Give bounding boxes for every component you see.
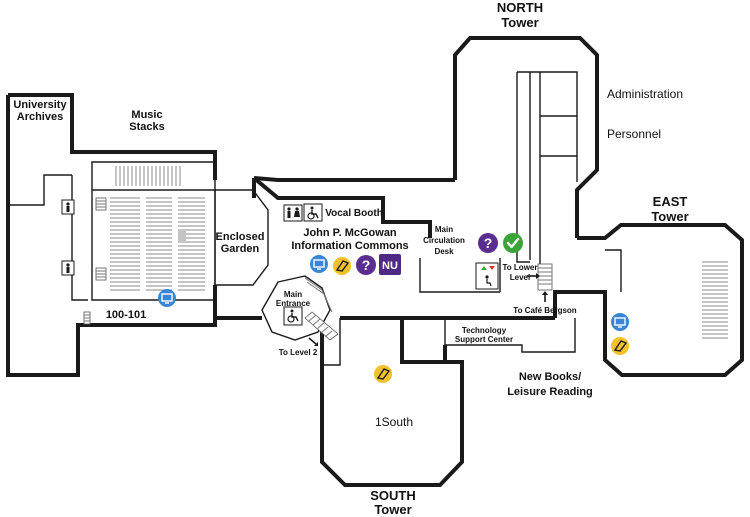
- restroom-icon[interactable]: [283, 204, 303, 222]
- printer-icon[interactable]: [374, 365, 392, 383]
- info-commons-label-1: John P. McGowan: [303, 227, 397, 239]
- info-commons-label-2: Information Commons: [291, 240, 408, 252]
- to-cafe-label: To Café Bergson: [513, 306, 577, 315]
- music-stacks-label-1: Music: [131, 109, 162, 121]
- new-books-label-2: Leisure Reading: [507, 386, 593, 398]
- archives-label-1: University: [13, 99, 67, 111]
- stairs-icon: [83, 311, 91, 325]
- computer-icon[interactable]: [310, 255, 328, 273]
- elevator-icon[interactable]: [475, 262, 499, 290]
- wheelchair-icon[interactable]: [283, 306, 303, 326]
- circulation-label-2: Circulation: [423, 236, 465, 245]
- restroom-icon[interactable]: [61, 260, 75, 276]
- to-lower-level-label-2: Level: [510, 273, 530, 282]
- arrow-icon: [308, 337, 318, 346]
- south-tower-label: SOUTH: [370, 488, 416, 503]
- computer-icon[interactable]: [158, 289, 176, 307]
- stairs-icon: [537, 263, 553, 291]
- room-100-101-label: 100-101: [106, 309, 146, 321]
- to-level-2-label: To Level 2: [279, 348, 318, 357]
- main-entrance-label-2: Entrance: [276, 299, 311, 308]
- printer-icon[interactable]: [611, 337, 629, 355]
- stairs-icon: [95, 267, 107, 281]
- enclosed-garden-label-2: Garden: [221, 243, 260, 255]
- east-tower-suffix: Tower: [651, 209, 688, 224]
- nu-logo-icon[interactable]: NU: [379, 254, 401, 275]
- to-lower-level-label-1: To Lower: [503, 263, 538, 272]
- help-icon[interactable]: ?: [478, 233, 498, 253]
- stairs-icon: [304, 311, 339, 341]
- wheelchair-icon[interactable]: [303, 203, 323, 222]
- one-south-label: 1South: [375, 415, 413, 429]
- help-glyph: ?: [362, 257, 371, 273]
- main-entrance-structure: [261, 275, 333, 341]
- arrow-icon: [542, 291, 548, 302]
- south-tower-suffix: Tower: [374, 502, 411, 517]
- circulation-label-3: Desk: [434, 247, 454, 256]
- restroom-icon[interactable]: [61, 199, 75, 215]
- enclosed-garden-label-1: Enclosed: [216, 231, 265, 243]
- printer-icon[interactable]: [333, 257, 351, 275]
- vocal-booth-label: Vocal Booth: [325, 208, 383, 219]
- tech-support-label-1: Technology: [462, 326, 507, 335]
- north-tower-label: NORTH: [497, 0, 543, 15]
- main-entrance-label-1: Main: [284, 290, 302, 299]
- circulation-label-1: Main: [435, 225, 453, 234]
- new-books-label-1: New Books/: [519, 371, 581, 383]
- building-walls: [6, 36, 744, 487]
- personnel-label: Personnel: [607, 127, 661, 141]
- tech-support-label-2: Support Center: [455, 335, 513, 344]
- help-glyph: ?: [484, 235, 493, 251]
- arrow-icon: [527, 273, 540, 279]
- checkmark-icon[interactable]: [503, 233, 523, 253]
- stairs-icon: [95, 197, 107, 211]
- book-stacks: [110, 166, 728, 339]
- east-tower-label: EAST: [653, 194, 688, 209]
- computer-icon[interactable]: [611, 313, 629, 331]
- administration-label: Administration: [607, 87, 683, 101]
- music-stacks-label-2: Stacks: [129, 121, 164, 133]
- help-icon[interactable]: ?: [356, 255, 376, 275]
- north-tower-suffix: Tower: [501, 15, 538, 30]
- nu-logo-text: NU: [382, 260, 398, 272]
- archives-label-2: Archives: [17, 111, 63, 123]
